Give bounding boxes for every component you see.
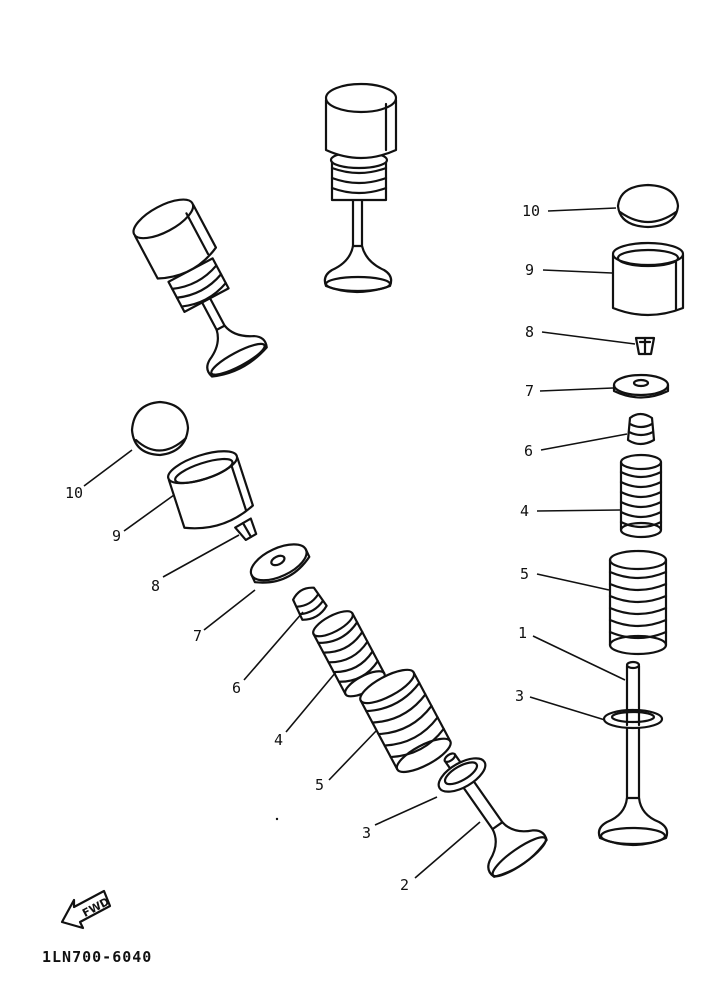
- right-oil-seal-part: [626, 412, 656, 446]
- callout-right-8: 8: [525, 323, 534, 341]
- callout-right-5: 5: [520, 565, 529, 583]
- callout-left-10: 10: [65, 484, 83, 502]
- fwd-arrow-icon: FWD: [60, 889, 112, 930]
- callout-left-5: 5: [315, 776, 324, 794]
- callout-right-9: 9: [525, 261, 534, 279]
- stray-dot: [275, 817, 279, 821]
- right-bucket-part: [611, 241, 685, 317]
- callout-right-3: 3: [515, 687, 524, 705]
- left-oil-seal-part: [292, 586, 328, 621]
- callout-right-7: 7: [525, 382, 534, 400]
- right-valve-part: [597, 660, 669, 847]
- leader-lines: [83, 207, 636, 879]
- right-shim-part: [616, 183, 680, 229]
- right-valve-seat-part: [602, 708, 664, 730]
- left-retainer-part: [249, 543, 311, 584]
- left-shim-part: [130, 400, 190, 457]
- callout-left-3: 3: [362, 824, 371, 842]
- right-inner-spring-part: [619, 453, 663, 539]
- assembled-valve-top-center: [323, 82, 398, 294]
- callout-left-2: 2: [400, 876, 409, 894]
- left-bucket-part: [167, 450, 254, 530]
- callout-right-1: 1: [518, 624, 527, 642]
- left-keeper-part: [234, 517, 258, 542]
- callout-left-8: 8: [151, 577, 160, 595]
- callout-right-10: 10: [522, 202, 540, 220]
- callout-left-4: 4: [274, 731, 283, 749]
- right-outer-spring-part: [608, 549, 668, 656]
- left-inner-spring-part: [312, 610, 386, 698]
- callout-left-7: 7: [193, 627, 202, 645]
- right-keeper-part: [634, 336, 656, 356]
- diagram-code: 1LN700-6040: [42, 948, 152, 966]
- right-retainer-part: [612, 373, 670, 399]
- callout-left-6: 6: [232, 679, 241, 697]
- callout-left-9: 9: [112, 527, 121, 545]
- left-valve-part: [443, 752, 548, 878]
- assembled-valve-top-left: [132, 198, 268, 378]
- left-valve-seat-part: [437, 757, 487, 793]
- left-outer-spring-part: [359, 668, 452, 774]
- callout-right-4: 4: [520, 502, 529, 520]
- callout-right-6: 6: [524, 442, 533, 460]
